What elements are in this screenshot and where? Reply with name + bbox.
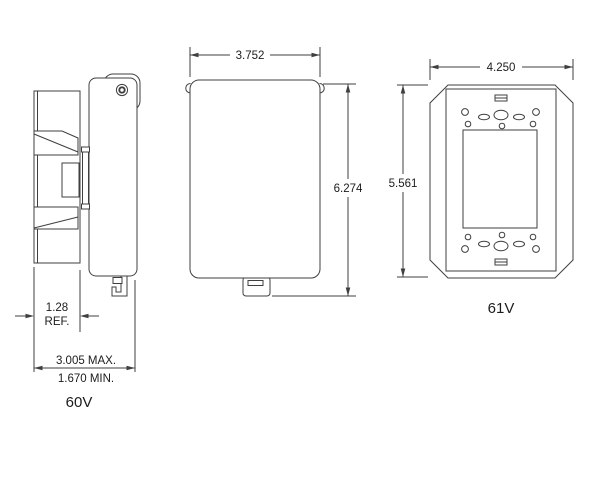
dim-faceplate-width-group: 4.250: [429, 59, 574, 80]
dim-faceplate-height-group: 5.561: [389, 84, 428, 278]
tab-slot: [247, 280, 264, 286]
dim-front-height-group: 6.274: [272, 83, 363, 297]
screw-hole: [115, 83, 129, 97]
side-view-60v: [33, 73, 141, 297]
left-ear-bump: [185, 83, 191, 94]
mounting-hook: [111, 276, 128, 297]
bottom-tab: [242, 276, 271, 297]
connector-block: [61, 162, 80, 198]
right-ear-bump: [319, 83, 325, 94]
speaker-opening: [462, 129, 538, 229]
label-slot-bottom: [494, 258, 508, 266]
button-holes-top: [461, 108, 540, 130]
dim-faceplate-height: 5.561: [389, 178, 418, 190]
front-view: [185, 79, 325, 297]
front-plate-profile: [88, 77, 138, 277]
front-view-dimensions: 3.752 6.274: [189, 47, 363, 297]
dim-depth-ref-value: 1.28: [46, 302, 68, 314]
faceplate-outline: [429, 84, 574, 279]
label-61v: 61V: [488, 300, 515, 317]
dim-depth-range: 3.005 MAX. 1.670 MIN.: [34, 355, 135, 385]
top-clamp-wedge: [33, 130, 79, 156]
dim-front-width-group: 3.752: [189, 47, 321, 77]
button-holes-bottom: [461, 231, 540, 253]
dim-faceplate-width: 4.250: [487, 62, 516, 74]
dim-depth-ref: 1.28 REF.: [15, 302, 99, 328]
label-slot-top: [494, 94, 508, 102]
faceplate-dimensions: 4.250 5.561 61V: [389, 59, 574, 317]
adjusting-rail: [81, 146, 90, 210]
side-view-dimensions: 1.28 REF. 3.005 MAX. 1.670 MIN. 60V: [15, 267, 136, 411]
dim-front-height: 6.274: [334, 183, 363, 195]
label-60v: 60V: [66, 394, 93, 411]
dim-depth-max: 3.005 MAX.: [56, 355, 116, 367]
dim-front-width: 3.752: [236, 50, 265, 62]
dim-depth-ref-suffix: REF.: [45, 316, 70, 328]
bottom-clamp-wedge: [33, 206, 79, 230]
faceplate-view-61v: [429, 84, 574, 279]
housing-body: [189, 79, 321, 279]
dim-depth-min: 1.670 MIN.: [58, 373, 114, 385]
faceplate-inner-border: [445, 88, 557, 272]
